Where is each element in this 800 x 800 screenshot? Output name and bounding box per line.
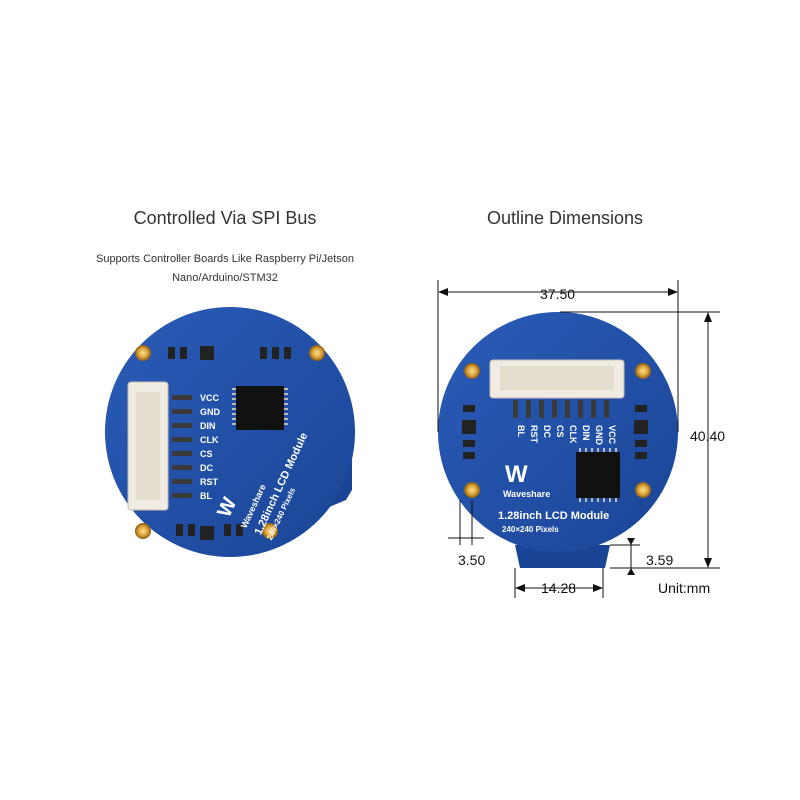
left-pin-label: BL — [200, 491, 212, 501]
left-pin-label: DIN — [200, 421, 216, 431]
dim-tab-height-label: 3.59 — [646, 552, 674, 568]
mount-hole — [262, 523, 278, 539]
left-pin-label: DC — [200, 463, 213, 473]
left-subtitle-line1: Supports Controller Boards Like Raspberr… — [95, 253, 354, 265]
right-pin-label: CS — [555, 425, 565, 438]
left-subtitle-line2: Nano/Arduino/STM32 — [172, 272, 278, 284]
waveshare-logo-icon: W — [505, 461, 528, 488]
left-title: Controlled Via SPI Bus — [133, 208, 317, 228]
right-pin-label: GND — [594, 425, 604, 446]
left-pin-label: RST — [200, 477, 219, 487]
driver-chip — [232, 386, 288, 430]
mount-hole — [635, 482, 651, 498]
dim-hole-offset-label: 3.50 — [458, 552, 486, 568]
right-pin-label: DIN — [581, 425, 591, 441]
mount-hole — [135, 345, 151, 361]
right-title: Outline Dimensions — [486, 208, 644, 228]
left-pin-label: VCC — [200, 393, 220, 403]
mount-hole — [464, 482, 480, 498]
right-pin-label: RST — [529, 425, 539, 444]
right-pixels: 240×240 Pixels — [502, 525, 559, 534]
driver-chip — [576, 448, 620, 502]
right-module-name: 1.28inch LCD Module — [498, 510, 609, 522]
dimension-lines — [437, 280, 720, 598]
right-pin-label: BL — [516, 425, 526, 437]
left-board: VCC GND DIN CLK CS DC RST BL W Waveshare — [105, 307, 355, 557]
right-pin-label: DC — [542, 425, 552, 438]
right-board: VCC GND DIN CLK CS DC RST BL — [438, 312, 678, 568]
right-pin-label: CLK — [568, 425, 578, 444]
right-brand: Waveshare — [503, 489, 550, 499]
left-pin-label: CLK — [200, 435, 219, 445]
left-pin-label: GND — [200, 407, 221, 417]
left-pin-label: CS — [200, 449, 213, 459]
dim-width-label: 37.50 — [540, 286, 576, 302]
mount-hole — [309, 345, 325, 361]
mount-hole — [135, 523, 151, 539]
mount-hole — [635, 363, 651, 379]
right-pin-label: VCC — [607, 425, 617, 445]
mount-hole — [464, 363, 480, 379]
unit-label: Unit:mm — [658, 580, 711, 596]
